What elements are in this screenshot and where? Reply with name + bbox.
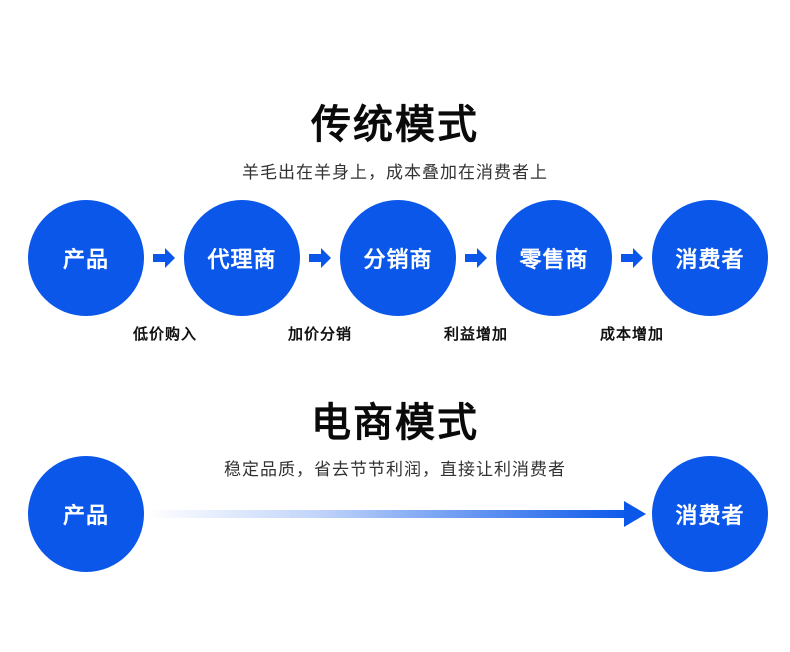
node-agent: 代理商 [184,200,300,316]
node-product: 产品 [28,200,144,316]
arrow-right-icon [153,248,175,268]
traditional-title: 传统模式 [311,102,479,148]
node-consumer: 消费者 [652,200,768,316]
node-distributor: 分销商 [340,200,456,316]
arrow-right-icon [465,248,487,268]
ecommerce-subtitle: 稳定品质，省去节节利润，直接让利消费者 [224,460,566,480]
step-label: 成本增加 [599,325,664,343]
ecommerce-node-product: 产品 [28,456,144,572]
node-retailer: 零售商 [496,200,612,316]
step-label: 低价购入 [132,325,197,343]
step-label: 加价分销 [287,325,352,343]
step-label: 利益增加 [443,325,508,343]
arrow-right-icon [621,248,643,268]
gradient-arrow-icon [146,501,646,527]
ecommerce-title: 电商模式 [311,400,479,446]
ecommerce-node-consumer: 消费者 [652,456,768,572]
arrow-right-icon [309,248,331,268]
traditional-subtitle: 羊毛出在羊身上，成本叠加在消费者上 [242,163,548,183]
